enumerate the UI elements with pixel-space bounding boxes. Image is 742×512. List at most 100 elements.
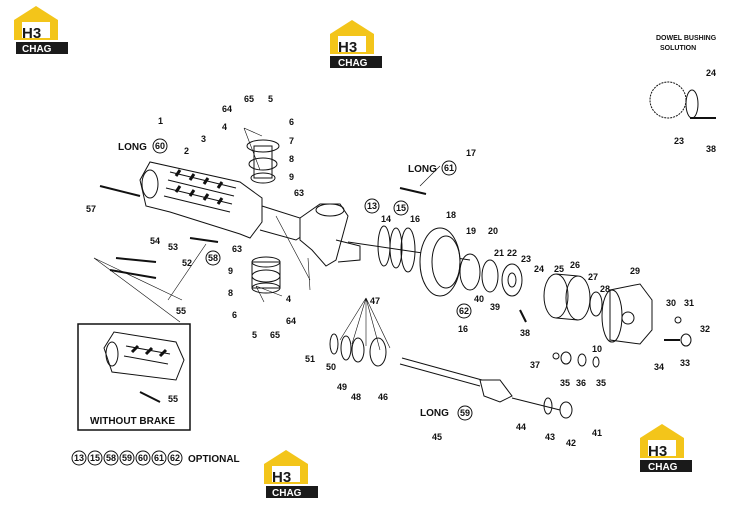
- part-label: 9: [228, 266, 233, 276]
- part-label: 26: [570, 260, 580, 270]
- legend-optional-text: OPTIONAL: [188, 454, 240, 465]
- part-label: 41: [592, 428, 602, 438]
- long-label: LONG: [118, 142, 147, 153]
- part-label: 4: [222, 122, 227, 132]
- part-label: 51: [305, 354, 315, 364]
- legend-item: 62: [170, 453, 180, 463]
- part-label: 24: [534, 264, 544, 274]
- callout-62: 62: [459, 306, 469, 316]
- part-label: 9: [289, 172, 294, 182]
- part-label: 63: [232, 244, 242, 254]
- part-label: 5: [268, 94, 273, 104]
- part-label: 53: [168, 242, 178, 252]
- long-label: LONG: [408, 164, 437, 175]
- part-label: 24: [706, 68, 716, 78]
- part-label: 25: [554, 264, 564, 274]
- part-label: 29: [630, 266, 640, 276]
- part-label: 64: [222, 104, 232, 114]
- part-label: 64: [286, 316, 296, 326]
- part-label: 1: [158, 116, 163, 126]
- part-label: 19: [466, 226, 476, 236]
- part-label: 10: [592, 344, 602, 354]
- part-label: 54: [150, 236, 160, 246]
- inset-box: [77, 323, 191, 431]
- part-label: 5: [252, 330, 257, 340]
- logo-brand-text: CHAG: [22, 44, 52, 55]
- part-label: 35: [560, 378, 570, 388]
- legend-item: 13: [74, 453, 84, 463]
- part-label: 27: [588, 272, 598, 282]
- callout-58: 58: [208, 253, 218, 263]
- part-label: 35: [596, 378, 606, 388]
- legend-item: 58: [106, 453, 116, 463]
- legend-item: 60: [138, 453, 148, 463]
- part-label: 50: [326, 362, 336, 372]
- inset-title: WITHOUT BRAKE: [90, 416, 175, 427]
- legend-item: 59: [122, 453, 132, 463]
- part-label: 31: [684, 298, 694, 308]
- part-label: 40: [474, 294, 484, 304]
- part-label: 7: [289, 136, 294, 146]
- part-label: 23: [674, 136, 684, 146]
- part-label: 45: [432, 432, 442, 442]
- part-label: 3: [201, 134, 206, 144]
- part-label: 44: [516, 422, 526, 432]
- part-label: 2: [184, 146, 189, 156]
- axle-drawing: [93, 81, 716, 419]
- part-label: 48: [351, 392, 361, 402]
- part-label: 32: [700, 324, 710, 334]
- part-label: 14: [381, 214, 391, 224]
- legend-item: 61: [154, 453, 164, 463]
- part-label: 38: [706, 144, 716, 154]
- part-label: 47: [370, 296, 380, 306]
- logo-mark-text: H3: [648, 443, 667, 460]
- note-line-1: DOWEL BUSHING: [656, 35, 717, 42]
- part-label: 20: [488, 226, 498, 236]
- part-label: 34: [654, 362, 664, 372]
- part-label: 33: [680, 358, 690, 368]
- callout-13: 13: [367, 201, 377, 211]
- part-label: 36: [576, 378, 586, 388]
- part-label: 8: [289, 154, 294, 164]
- callout-60: 60: [155, 141, 165, 151]
- part-label: 18: [446, 210, 456, 220]
- inset-drawing: [103, 331, 185, 403]
- part-label: 28: [600, 284, 610, 294]
- legend-item: 15: [90, 453, 100, 463]
- part-label: 65: [270, 330, 280, 340]
- part-label: 37: [530, 360, 540, 370]
- part-label: 65: [244, 94, 254, 104]
- part-label: 57: [86, 204, 96, 214]
- part-label: 39: [490, 302, 500, 312]
- part-label: 6: [289, 117, 294, 127]
- part-label: 49: [337, 382, 347, 392]
- part-label: 55: [176, 306, 186, 316]
- part-label: 43: [545, 432, 555, 442]
- note-line-2: SOLUTION: [660, 45, 696, 52]
- part-label: 63: [294, 188, 304, 198]
- part-label: 17: [466, 148, 476, 158]
- callout-15: 15: [396, 203, 406, 213]
- part-label: 6: [232, 310, 237, 320]
- optional-legend: 13 15 58 59 60 61 62 OPTIONAL: [71, 450, 240, 466]
- logo-brand-text: CHAG: [338, 58, 368, 69]
- part-label: 4: [286, 294, 291, 304]
- logo-brand-text: CHAG: [272, 488, 302, 499]
- callout-61: 61: [444, 163, 454, 173]
- inset-part-label: 55: [168, 394, 178, 404]
- logo-mark-text: H3: [338, 39, 357, 56]
- part-label: 8: [228, 288, 233, 298]
- callout-59: 59: [460, 408, 470, 418]
- part-label: 52: [182, 258, 192, 268]
- part-label: 21: [494, 248, 504, 258]
- part-label: 46: [378, 392, 388, 402]
- part-label: 38: [520, 328, 530, 338]
- logo-brand-text: CHAG: [648, 462, 678, 473]
- logo-mark-text: H3: [272, 469, 291, 486]
- part-label: 16: [410, 214, 420, 224]
- part-label: 22: [507, 248, 517, 258]
- part-label: 30: [666, 298, 676, 308]
- logo-mark-text: H3: [22, 25, 41, 42]
- part-label: 23: [521, 254, 531, 264]
